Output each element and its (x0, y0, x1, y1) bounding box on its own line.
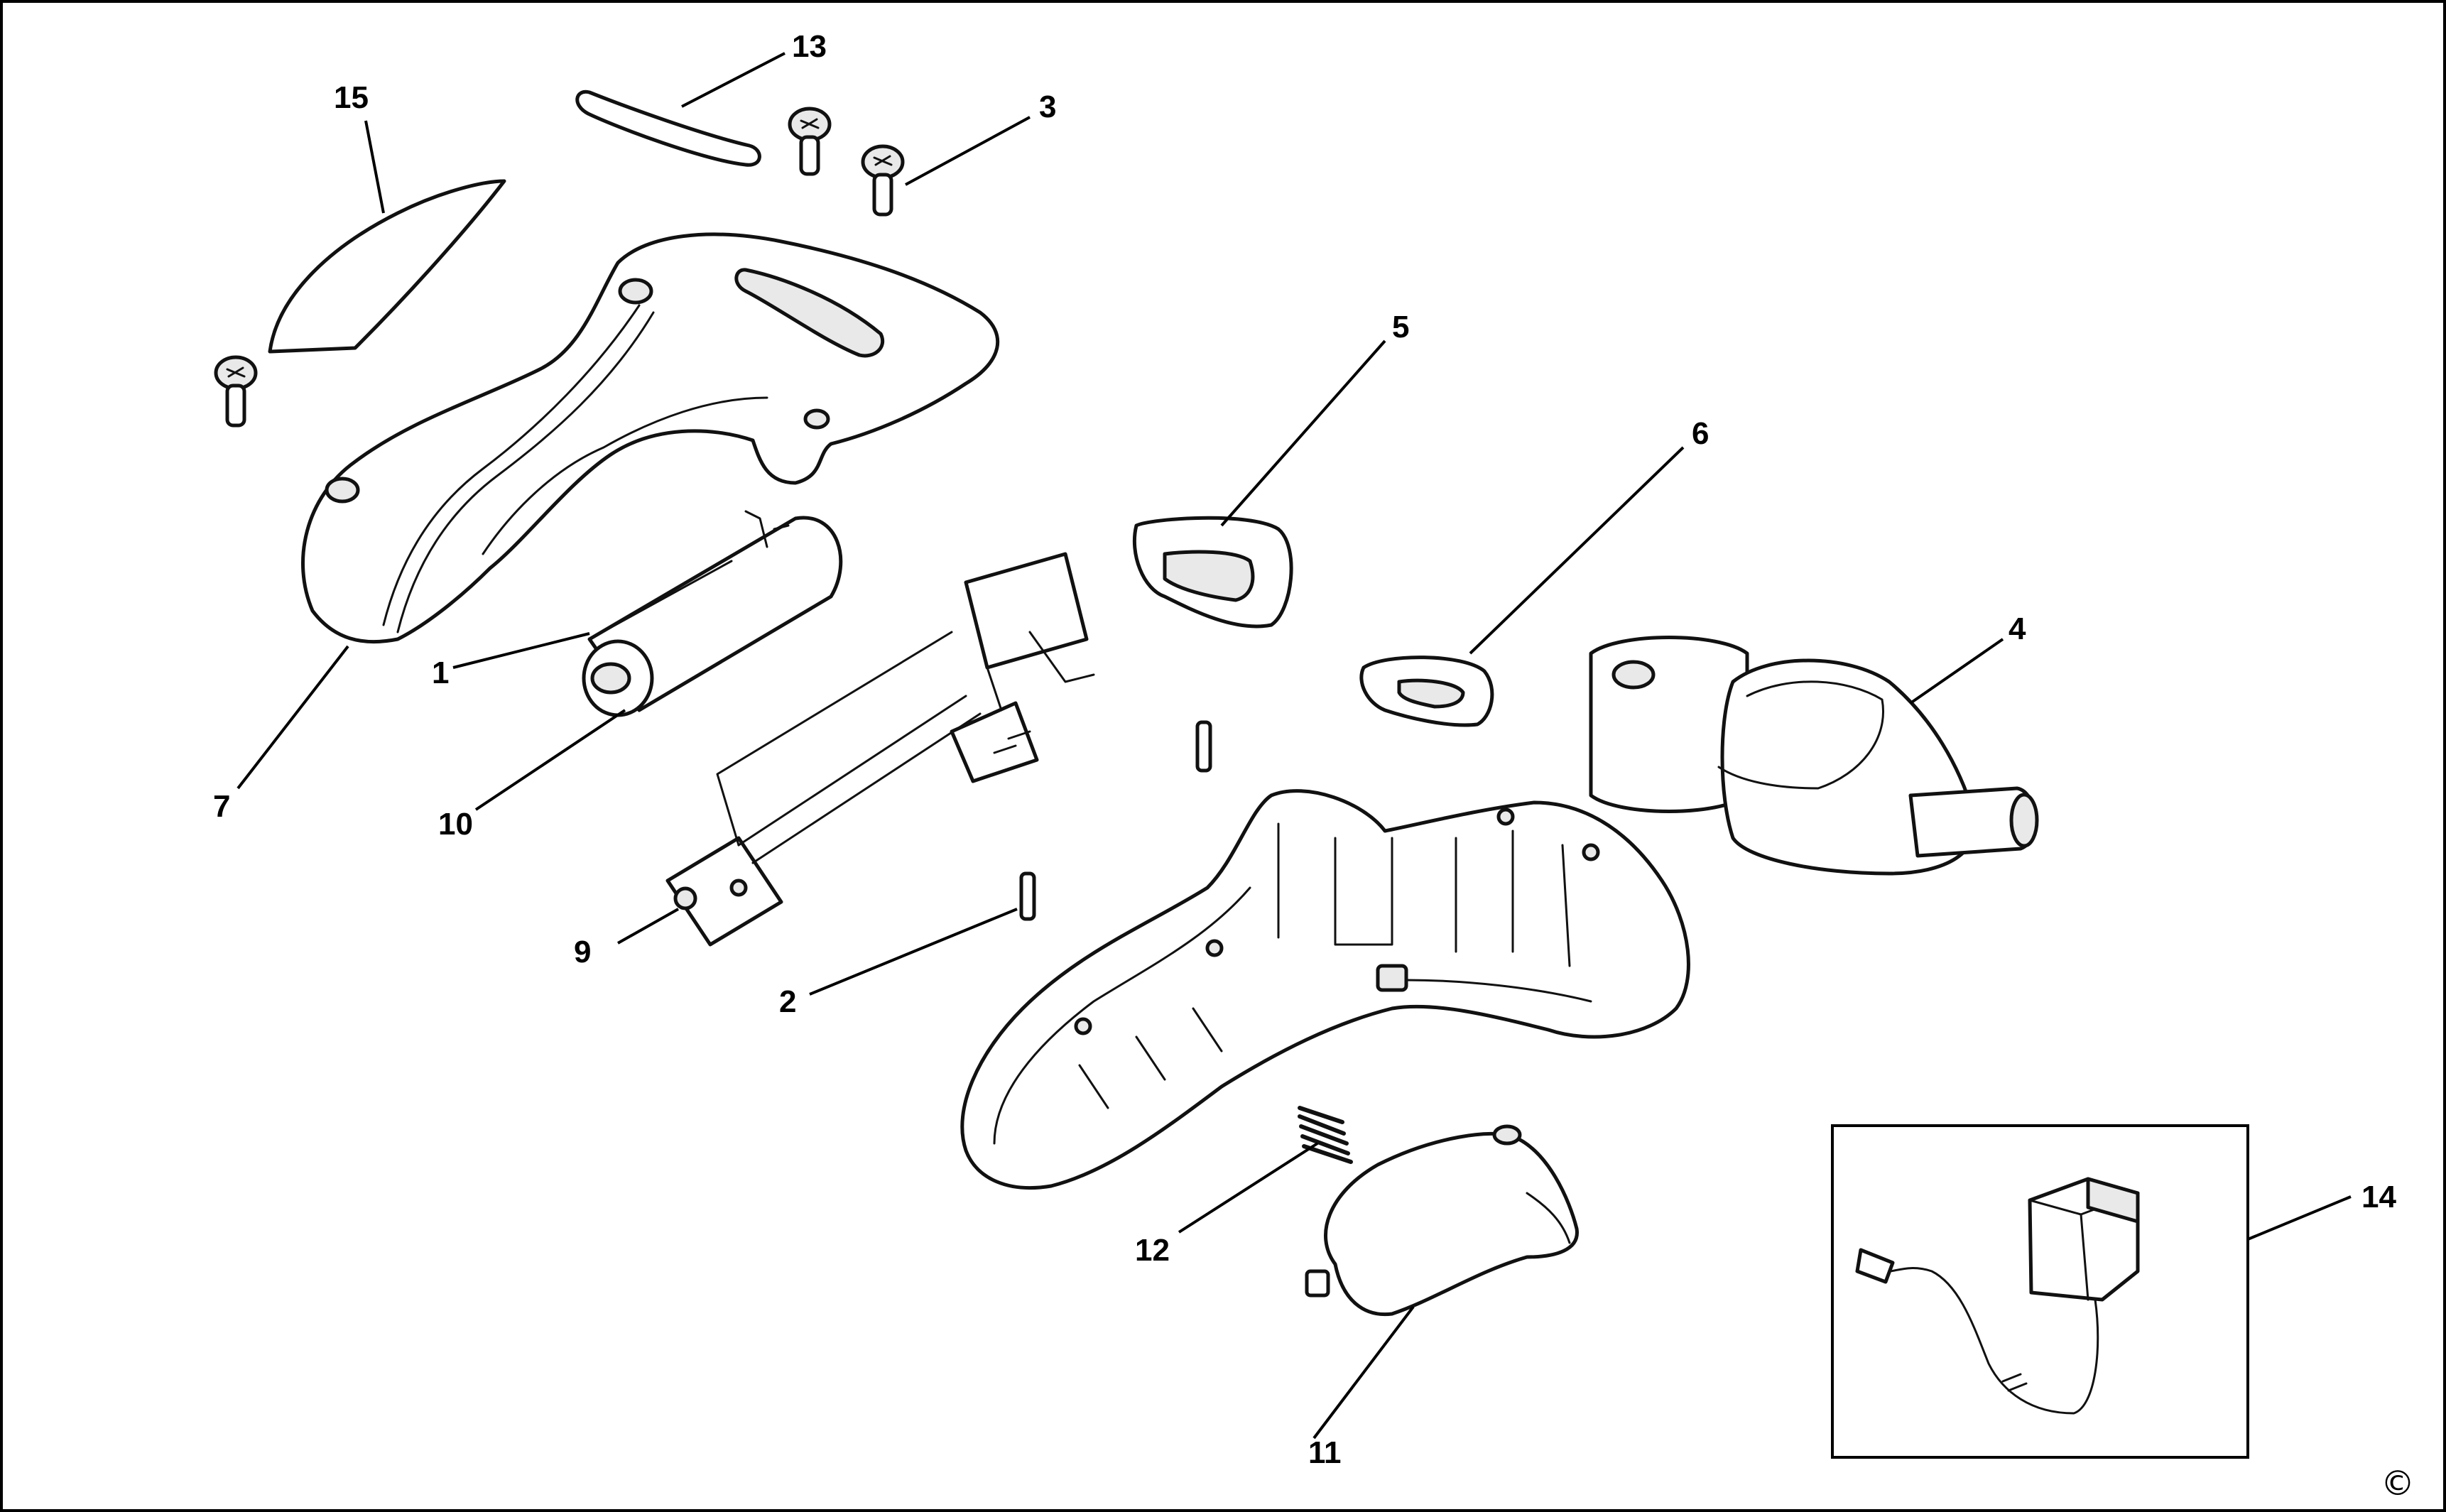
part-4-motor (1589, 636, 2039, 876)
part-10-switch-assembly (665, 552, 1095, 947)
callout-15: 14 (2361, 1180, 2396, 1214)
leader-7 (1312, 1305, 1415, 1440)
callout-5: 5 (1392, 310, 1409, 344)
part-7-trigger (1305, 1124, 1579, 1317)
callout-1: 1 (432, 656, 449, 690)
part-12-spring (1298, 1106, 1353, 1164)
leader-6 (1469, 446, 1685, 655)
leader-5 (1220, 339, 1386, 527)
callout-3: 3 (1039, 89, 1056, 124)
copyright-symbol: © (2381, 1464, 2415, 1503)
part-2-pin-a (1019, 871, 1036, 921)
leader-13 (681, 52, 786, 108)
leader-11 (474, 709, 626, 811)
callout-2: 2 (779, 984, 796, 1019)
part-1-battery (582, 510, 843, 717)
part-9-upper-housing (301, 232, 1000, 644)
leader-10 (617, 908, 679, 945)
leader-15 (2247, 1195, 2352, 1241)
callout-9: 7 (213, 789, 230, 824)
callout-11: 10 (438, 807, 473, 842)
part-3-screw-a (788, 107, 832, 176)
part-15-charger-inset (1831, 1124, 2249, 1459)
part-6-clip (1359, 656, 1494, 727)
callout-14: 15 (334, 80, 369, 115)
lower-housing (960, 789, 1690, 1190)
leader-14 (364, 120, 385, 214)
callout-7: 11 (1308, 1435, 1342, 1470)
leader-4 (1909, 638, 2004, 705)
callout-6: 6 (1692, 416, 1709, 451)
part-3-screw-c (214, 355, 258, 428)
leader-12 (1178, 1142, 1319, 1234)
leader-3 (905, 116, 1031, 186)
leader-lines (237, 52, 2352, 1440)
part-14-label-plate (268, 179, 506, 354)
part-13-slider-strip (575, 89, 761, 167)
callout-10: 9 (574, 935, 591, 969)
callout-12: 12 (1135, 1233, 1170, 1268)
part-2-pin-b (1195, 720, 1212, 773)
leader-9 (237, 645, 349, 790)
leader-1 (452, 632, 590, 669)
callout-labels: 15 13 3 5 6 4 1 7 10 9 2 12 11 14 (213, 29, 2396, 1470)
part-5-grommet (1132, 516, 1293, 629)
callout-13: 13 (792, 29, 827, 64)
part-3-screw-b (861, 144, 905, 217)
callout-4: 4 (2009, 611, 2026, 646)
leader-2 (809, 908, 1018, 996)
